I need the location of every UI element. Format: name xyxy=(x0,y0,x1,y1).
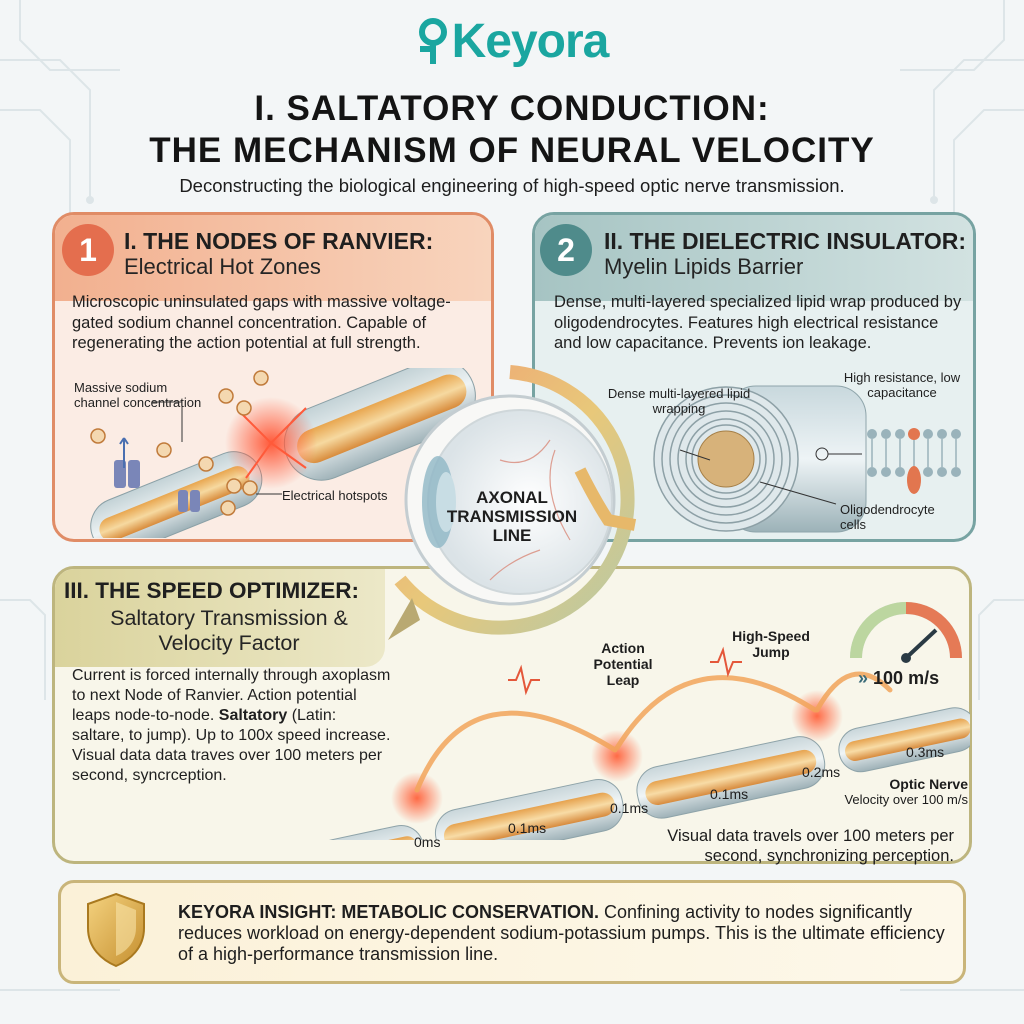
speed-readout: » 100 m/s xyxy=(858,668,939,689)
panel-3-subtitle-line-1: Saltatory Transmission & xyxy=(110,606,348,630)
panel-1-body: Microscopic uninsulated gaps with massiv… xyxy=(72,293,451,352)
page-title: I. SALTATORY CONDUCTION: THE MECHANISM O… xyxy=(0,88,1024,172)
caption-line-2: second, synchronizing perception. xyxy=(704,847,954,865)
panel-3-header xyxy=(55,569,385,667)
label-lipid-wrapping: Dense multi-layered lipid wrapping xyxy=(607,386,751,416)
panel-2-header xyxy=(535,215,973,301)
panel-1-header xyxy=(55,215,491,301)
speed-prefix: » xyxy=(858,668,869,688)
panel-3-title: III. THE SPEED OPTIMIZER: xyxy=(64,578,360,603)
panel-2-number-badge: 2 xyxy=(540,224,592,276)
page-subtitle: Deconstructing the biological engineerin… xyxy=(179,175,845,196)
optic-nerve-subtitle: Velocity over 100 m/s xyxy=(844,792,968,807)
time-label-1: 0.1ms xyxy=(508,820,547,836)
panel-1-subtitle: Electrical Hot Zones xyxy=(124,254,321,279)
optic-nerve-title: Optic Nerve xyxy=(889,776,968,792)
center-axonal-label: AXONAL TRANSMISSION LINE xyxy=(446,488,578,545)
panel-3-body: Current is forced internally through axo… xyxy=(72,666,392,786)
eye-cross-section-icon xyxy=(388,365,637,640)
panel-1-title: I. THE NODES OF RANVIER: xyxy=(124,228,434,254)
label-high-speed-jump: High-Speed Jump xyxy=(732,628,810,660)
myelin-cross-section-icon xyxy=(653,385,961,533)
panel-3-body-line-2: (Latin: saltare, to jump). Up to 100x sp… xyxy=(72,707,391,784)
time-label-0: 0ms xyxy=(414,834,441,850)
label-electrical-hotspots: Electrical hotspots xyxy=(282,488,388,503)
label-action-potential-leap: Action Potential Leap xyxy=(593,640,653,688)
panel-2-subtitle: Myelin Lipids Barrier xyxy=(604,254,804,279)
shield-icon xyxy=(87,892,145,968)
panel-2-title: II. THE DIELECTRIC INSULATOR: xyxy=(604,228,967,254)
time-label-4: 0.2ms xyxy=(802,764,841,780)
node-of-ranvier-illustration xyxy=(90,368,476,538)
caption-line-1: Visual data travels over 100 meters per xyxy=(667,827,954,845)
panel-keyora-insight xyxy=(58,880,966,984)
insight-text: KEYORA INSIGHT: METABOLIC CONSERVATION. … xyxy=(178,902,954,965)
optic-nerve-label: Optic Nerve Velocity over 100 m/s xyxy=(812,776,968,807)
panel-3-body-term: Saltatory xyxy=(218,707,288,724)
insight-lead: KEYORA INSIGHT: METABOLIC CONSERVATION. xyxy=(178,902,600,922)
title-line-1: I. SALTATORY CONDUCTION: xyxy=(254,89,770,128)
leader-line-sodium xyxy=(152,401,183,442)
panel-1-number-badge: 1 xyxy=(62,224,114,276)
panel-3-body-line-1: Current is forced internally through axo… xyxy=(72,667,391,724)
brand-logo: Keyora xyxy=(0,14,1024,69)
speedometer-icon xyxy=(850,602,962,663)
time-label-5: 0.3ms xyxy=(906,744,945,760)
speed-value: 100 m/s xyxy=(873,668,940,688)
leader-line-hotspots xyxy=(256,493,282,495)
panel-3-subtitle-line-2: Velocity Factor xyxy=(158,631,300,655)
keyhole-logo-icon xyxy=(418,17,447,64)
label-oligodendrocyte: Oligodendrocyte cells xyxy=(840,502,935,532)
title-line-2: THE MECHANISM OF NEURAL VELOCITY xyxy=(149,131,875,170)
time-label-3: 0.1ms xyxy=(710,786,749,802)
label-resistance-capacitance: High resistance, low capacitance xyxy=(843,370,961,400)
panel-3-caption: Visual data travels over 100 meters per … xyxy=(560,826,954,866)
lipid-bilayer-icon xyxy=(867,428,961,494)
panel-3-subtitle: Saltatory Transmission & Velocity Factor xyxy=(64,606,394,656)
brand-name: Keyora xyxy=(451,15,610,68)
time-label-2: 0.1ms xyxy=(610,800,649,816)
saltatory-axon-illustration xyxy=(314,646,970,840)
label-sodium-channel: Massive sodium channel concentration xyxy=(74,380,202,410)
insight-body: Confining activity to nodes significantl… xyxy=(178,902,945,964)
panel-2-body: Dense, multi-layered specialized lipid w… xyxy=(554,293,962,352)
